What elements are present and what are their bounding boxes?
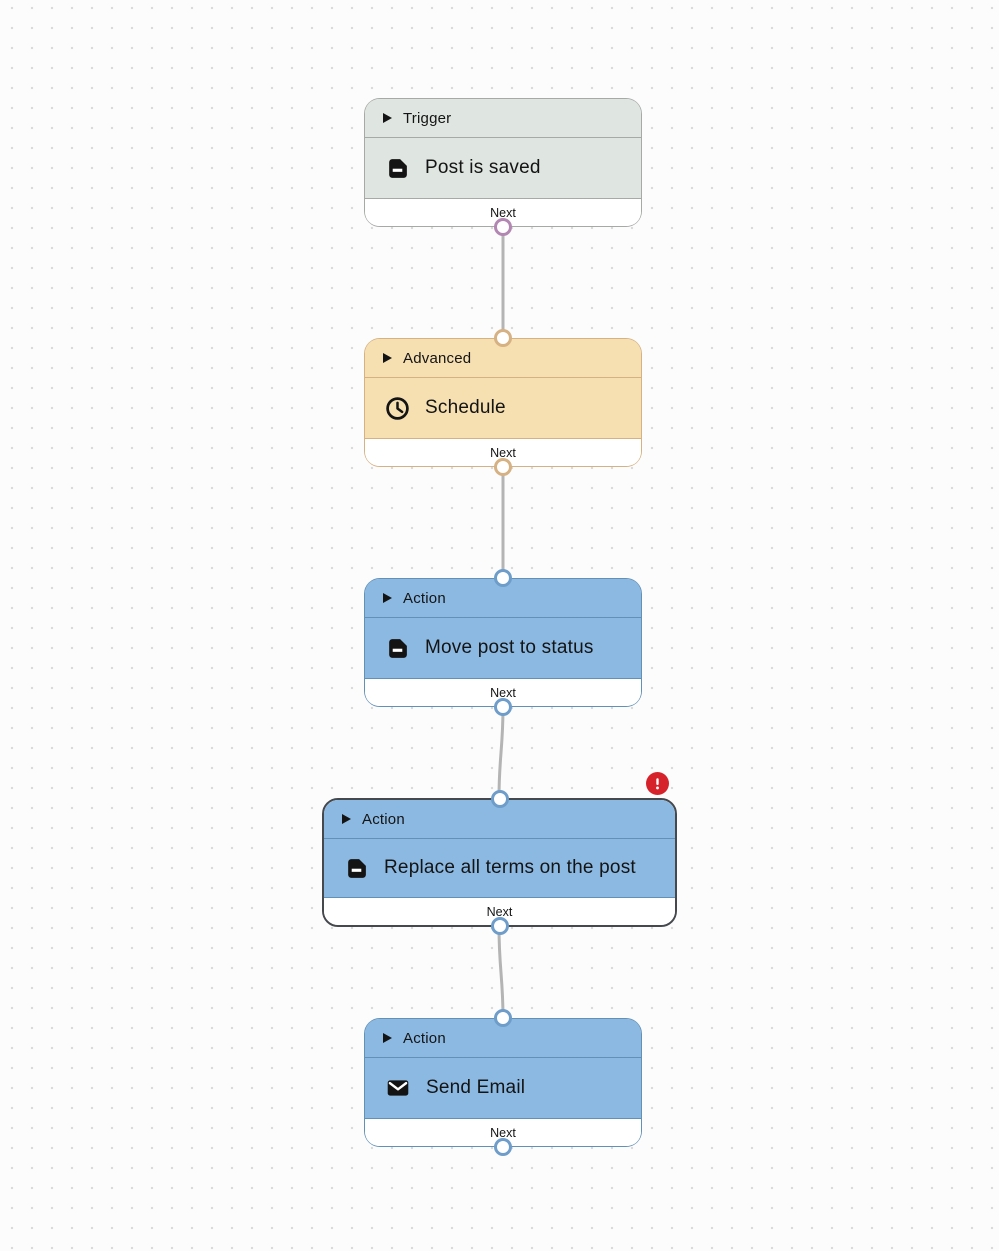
- output-port[interactable]: [494, 1138, 512, 1156]
- output-port[interactable]: [490, 917, 509, 935]
- node-category-label: Action: [362, 810, 405, 828]
- node-category-label: Advanced: [403, 349, 472, 367]
- clock-icon: [386, 396, 409, 420]
- node-category-label: Action: [403, 589, 446, 607]
- input-port[interactable]: [490, 790, 509, 808]
- node-title: Move post to status: [425, 637, 594, 658]
- next-label: Next: [486, 904, 513, 919]
- node-body: Move post to status: [365, 618, 641, 679]
- node-category-label: Action: [403, 1029, 446, 1047]
- collapse-arrow-icon[interactable]: [383, 353, 392, 363]
- collapse-arrow-icon[interactable]: [383, 593, 392, 603]
- input-port[interactable]: [494, 569, 512, 587]
- exclamation-icon: [656, 778, 659, 790]
- document-icon: [389, 158, 407, 178]
- input-port[interactable]: [494, 329, 512, 347]
- output-port[interactable]: [494, 698, 512, 716]
- node-header[interactable]: Trigger: [365, 99, 641, 138]
- document-icon: [348, 858, 366, 878]
- email-icon: [387, 1080, 409, 1096]
- next-label: Next: [490, 1125, 516, 1140]
- node-footer: Next: [365, 1119, 641, 1146]
- node-title: Post is saved: [425, 157, 541, 178]
- error-badge: [646, 772, 669, 795]
- node-body: Schedule: [365, 378, 641, 439]
- node-trigger-post-is-saved[interactable]: Trigger Post is saved Next: [364, 98, 642, 236]
- node-body: Send Email: [365, 1058, 641, 1119]
- edge-action1-to-action2: [497, 706, 505, 799]
- node-title: Send Email: [426, 1077, 526, 1098]
- node-title: Schedule: [425, 397, 506, 418]
- node-action-replace-all-terms[interactable]: Action Replace all terms on the post Nex…: [322, 772, 677, 935]
- output-port[interactable]: [494, 218, 512, 236]
- output-port[interactable]: [494, 458, 512, 476]
- node-action-move-post-to-status[interactable]: Action Move post to status Next: [364, 569, 642, 716]
- input-port[interactable]: [494, 1009, 512, 1027]
- collapse-arrow-icon[interactable]: [342, 814, 351, 824]
- node-body: Replace all terms on the post: [324, 839, 675, 898]
- node-title: Replace all terms on the post: [384, 857, 636, 878]
- next-label: Next: [490, 205, 516, 220]
- node-body: Post is saved: [365, 138, 641, 199]
- node-category-label: Trigger: [403, 109, 452, 127]
- collapse-arrow-icon[interactable]: [383, 1033, 392, 1043]
- edge-action2-to-action3: [497, 926, 505, 1019]
- document-icon: [389, 638, 407, 658]
- collapse-arrow-icon[interactable]: [383, 113, 392, 123]
- node-advanced-schedule[interactable]: Advanced Schedule Next: [364, 329, 642, 476]
- next-label: Next: [490, 685, 516, 700]
- node-action-send-email[interactable]: Action Send Email Next: [364, 1009, 642, 1156]
- next-label: Next: [490, 445, 516, 460]
